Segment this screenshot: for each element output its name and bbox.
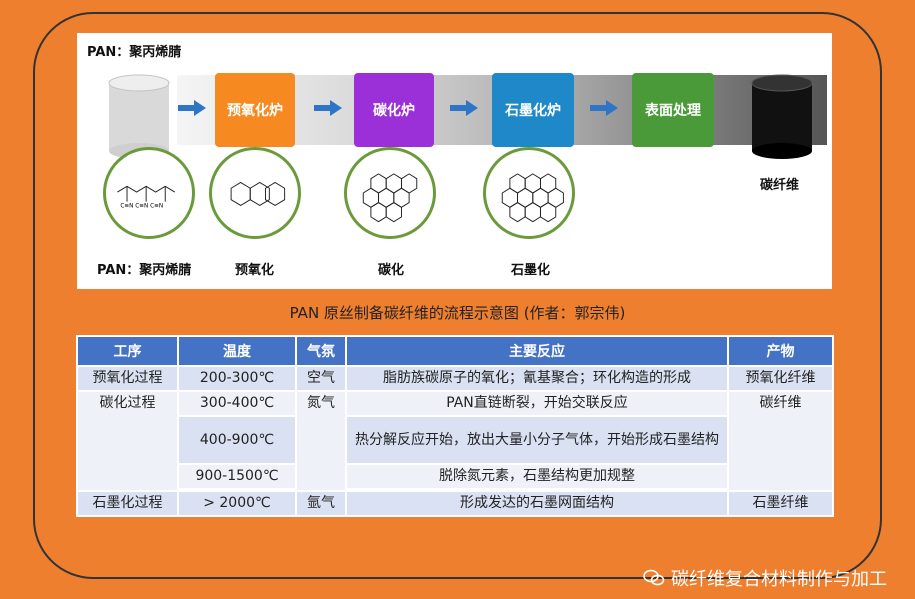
cell-atmosphere: 氩气 xyxy=(295,490,347,517)
molecule-label: 碳化 xyxy=(378,263,405,278)
cell-temperature: 400-900℃ xyxy=(177,415,297,465)
molecule-label: PAN：聚丙烯腈 xyxy=(97,263,192,278)
header-reaction: 主要反应 xyxy=(345,335,729,367)
carbon-fiber-cylinder-icon xyxy=(751,74,813,159)
cell-product: 石墨纤维 xyxy=(727,490,834,517)
cell-temperature: 900-1500℃ xyxy=(177,463,297,490)
process-table: 工序 温度 气氛 主要反应 产物 预氧化过程 200-300℃ 空气 脂肪族碳原… xyxy=(76,335,834,517)
pan-molecule-icon: C≡N C≡N C≡N xyxy=(103,147,195,239)
header-product: 产物 xyxy=(727,335,834,367)
cell-temperature: 300-400℃ xyxy=(177,390,297,417)
table-row: 400-900℃ 热分解反应开始，放出大量小分子气体，开始形成石墨结构 xyxy=(77,415,833,465)
graphitized-molecule-icon xyxy=(483,147,575,239)
table-row: 碳化过程 300-400℃ 氮气 PAN直链断裂，开始交联反应 碳纤维 xyxy=(76,390,834,492)
molecule-label: 预氧化 xyxy=(235,263,275,278)
product-label: 碳纤维 xyxy=(760,178,800,193)
cell-atmosphere: 氮气 xyxy=(295,390,347,492)
svg-text:C≡N C≡N C≡N: C≡N C≡N C≡N xyxy=(120,203,163,209)
stage-graphitization-furnace: 石墨化炉 xyxy=(492,73,574,147)
cell-product: 预氧化纤维 xyxy=(727,365,834,392)
cell-reaction: PAN直链断裂，开始交联反应 xyxy=(345,390,729,417)
cell-step: 石墨化过程 xyxy=(76,490,179,517)
cell-reaction: 脱除氮元素，石墨结构更加规整 xyxy=(345,463,729,490)
header-step: 工序 xyxy=(76,335,179,367)
arrow-icon xyxy=(450,100,478,116)
process-figure: PAN：聚丙烯腈 预氧化炉 碳化炉 石墨化炉 表面处理 碳纤维 C≡N C≡N … xyxy=(77,33,832,289)
cell-reaction: 热分解反应开始，放出大量小分子气体，开始形成石墨结构 xyxy=(345,415,729,465)
table-header-row: 工序 温度 气氛 主要反应 产物 xyxy=(76,335,834,367)
wechat-icon xyxy=(643,569,665,586)
carbonized-molecule-icon xyxy=(344,147,436,239)
cell-temperature: 200-300℃ xyxy=(177,365,297,392)
cell-step: 预氧化过程 xyxy=(76,365,179,392)
stage-surface-treatment: 表面处理 xyxy=(632,73,714,147)
arrow-icon xyxy=(314,100,342,116)
header-atmosphere: 气氛 xyxy=(295,335,347,367)
cell-temperature: > 2000℃ xyxy=(177,490,297,517)
wechat-watermark: 碳纤维复合材料制作与加工 xyxy=(643,565,887,591)
table-spacer-row xyxy=(77,489,833,491)
table-row: 预氧化过程 200-300℃ 空气 脂肪族碳原子的氧化；氰基聚合；环化构造的形成… xyxy=(76,365,834,392)
stage-carbonization-furnace: 碳化炉 xyxy=(354,73,434,147)
arrow-icon xyxy=(178,100,206,116)
stage-preoxidation-furnace: 预氧化炉 xyxy=(215,73,295,147)
header-temperature: 温度 xyxy=(177,335,297,367)
cell-atmosphere: 空气 xyxy=(295,365,347,392)
cell-product: 碳纤维 xyxy=(727,390,834,492)
table-row: 石墨化过程 > 2000℃ 氩气 形成发达的石墨网面结构 石墨纤维 xyxy=(76,490,834,517)
figure-caption: PAN 原丝制备碳纤维的流程示意图 (作者：郭宗伟) xyxy=(289,304,626,322)
cell-reaction: 形成发达的石墨网面结构 xyxy=(345,490,729,517)
figure-title: PAN：聚丙烯腈 xyxy=(87,45,182,60)
arrow-icon xyxy=(590,100,618,116)
cell-reaction: 脂肪族碳原子的氧化；氰基聚合；环化构造的形成 xyxy=(345,365,729,392)
cell-step: 碳化过程 xyxy=(76,390,179,492)
molecule-label: 石墨化 xyxy=(511,263,551,278)
watermark-text: 碳纤维复合材料制作与加工 xyxy=(671,569,887,590)
table-row: 900-1500℃ 脱除氮元素，石墨结构更加规整 xyxy=(77,463,833,490)
preoxidized-molecule-icon xyxy=(209,147,301,239)
rounded-frame xyxy=(33,12,882,579)
